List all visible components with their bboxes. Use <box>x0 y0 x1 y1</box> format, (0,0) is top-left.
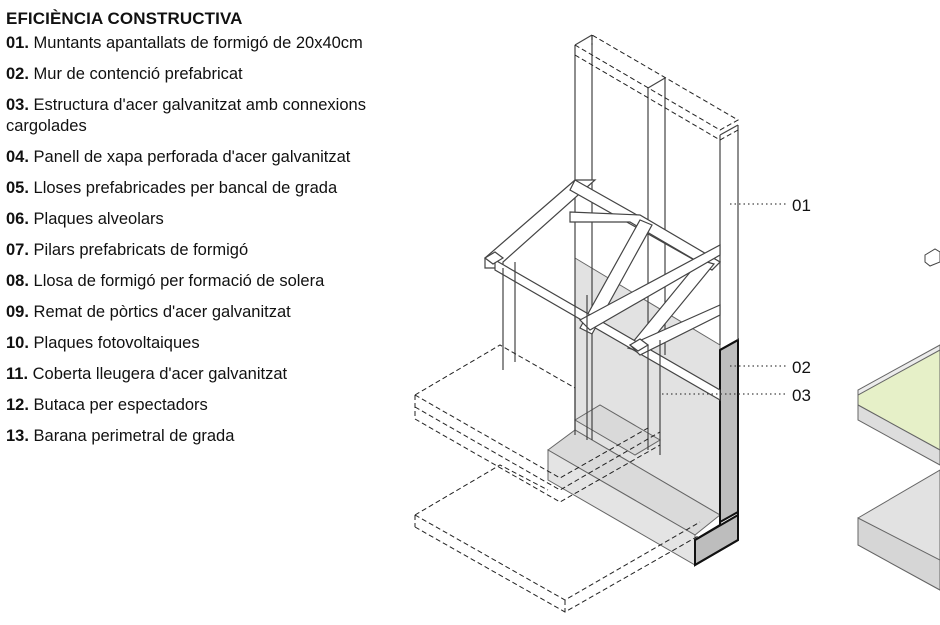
legend-item-number: 01. <box>6 34 29 52</box>
legend-item: 11. Coberta lleugera d'acer galvanitzat <box>6 364 386 385</box>
slab-outline-dashed <box>414 344 701 613</box>
legend-title: EFICIÈNCIA CONSTRUCTIVA <box>6 9 243 28</box>
legend-item-number: 07. <box>6 241 29 259</box>
legend-item-number: 02. <box>6 65 29 83</box>
legend-item: 06. Plaques alveolars <box>6 209 386 230</box>
legend-item-number: 10. <box>6 334 29 352</box>
legend-item-number: 11. <box>6 365 29 383</box>
legend-item-number: 08. <box>6 272 29 290</box>
steel-frames <box>483 179 721 455</box>
legend-item: 01. Muntants apantallats de formigó de 2… <box>6 33 386 54</box>
legend-item-number: 04. <box>6 148 29 166</box>
legend-list: 01. Muntants apantallats de formigó de 2… <box>6 33 386 447</box>
legend-item-text: Remat de pòrtics d'acer galvanitzat <box>33 303 291 321</box>
legend-item-text: Butaca per espectadors <box>33 396 208 414</box>
legend-item-text: Barana perimetral de grada <box>33 427 235 445</box>
mullion-top-dashed <box>574 34 740 141</box>
legend-item: 12. Butaca per espectadors <box>6 395 386 416</box>
legend-item-text: Pilars prefabricats de formigó <box>33 241 249 259</box>
legend-item: 09. Remat de pòrtics d'acer galvanitzat <box>6 302 386 323</box>
legend-item-text: Lloses prefabricades per bancal de grada <box>33 179 338 197</box>
legend-item-text: Muntants apantallats de formigó de 20x40… <box>33 34 363 52</box>
adjacent-module <box>857 248 940 591</box>
legend-item: 04. Panell de xapa perforada d'acer galv… <box>6 147 386 168</box>
legend-item: 02. Mur de contenció prefabricat <box>6 64 386 85</box>
legend-item: 08. Llosa de formigó per formació de sol… <box>6 271 386 292</box>
leader-lines <box>662 203 788 395</box>
legend-item-number: 05. <box>6 179 29 197</box>
legend-item: 10. Plaques fotovoltaiques <box>6 333 386 354</box>
legend-item: 07. Pilars prefabricats de formigó <box>6 240 386 261</box>
legend-item: 13. Barana perimetral de grada <box>6 426 386 447</box>
legend-item-text: Plaques fotovoltaiques <box>33 334 200 352</box>
legend-item-number: 13. <box>6 427 29 445</box>
legend-item: 03. Estructura d'acer galvanitzat amb co… <box>6 95 386 137</box>
legend: EFICIÈNCIA CONSTRUCTIVA 01. Muntants apa… <box>6 9 386 457</box>
legend-item-number: 06. <box>6 210 29 228</box>
legend-item-text: Panell de xapa perforada d'acer galvanit… <box>33 148 351 166</box>
callout-01: 01 <box>792 196 811 215</box>
callout-03: 03 <box>792 386 811 405</box>
legend-item-text: Mur de contenció prefabricat <box>33 65 243 83</box>
legend-item: 05. Lloses prefabricades per bancal de g… <box>6 178 386 199</box>
legend-item-number: 03. <box>6 96 29 114</box>
legend-item-text: Coberta lleugera d'acer galvanitzat <box>32 365 288 383</box>
legend-item-number: 12. <box>6 396 29 414</box>
legend-item-text: Estructura d'acer galvanitzat amb connex… <box>6 96 366 135</box>
legend-item-text: Llosa de formigó per formació de solera <box>33 272 325 290</box>
callout-02: 02 <box>792 358 811 377</box>
legend-item-number: 09. <box>6 303 29 321</box>
legend-item-text: Plaques alveolars <box>33 210 164 228</box>
